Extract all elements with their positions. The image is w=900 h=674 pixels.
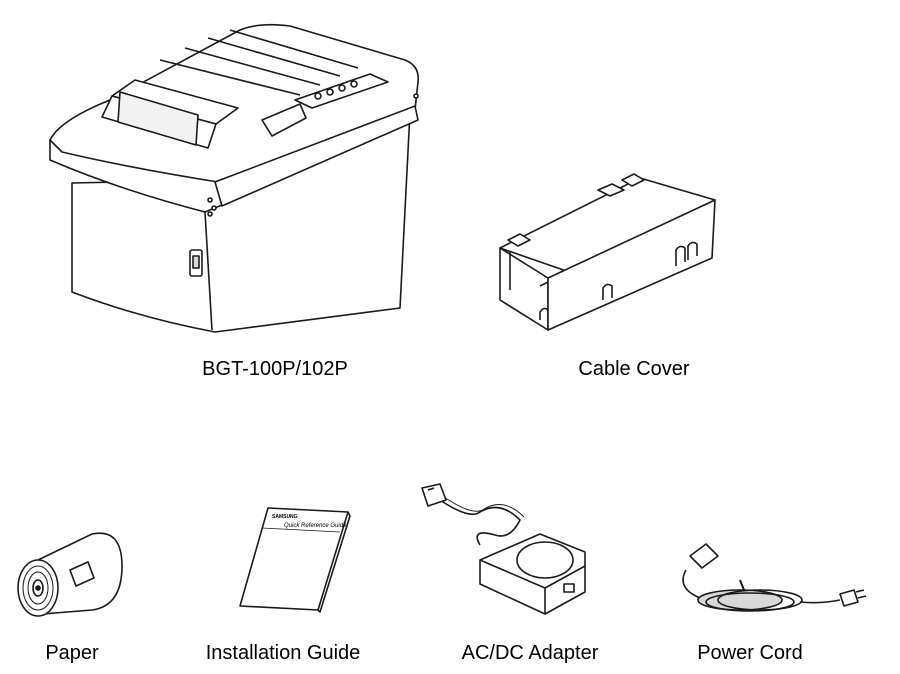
printer-label: BGT-100P/102P bbox=[202, 358, 348, 380]
paper-label: Paper bbox=[45, 642, 99, 664]
booklet-brand-text: SAMSUNG bbox=[272, 514, 298, 520]
booklet-title-text: Quick Reference Guide bbox=[284, 523, 347, 529]
adapter-label: AC/DC Adapter bbox=[461, 642, 599, 664]
cord-label: Power Cord bbox=[697, 642, 803, 664]
cable-cover-label: Cable Cover bbox=[578, 358, 690, 380]
guide-label: Installation Guide bbox=[205, 642, 361, 664]
